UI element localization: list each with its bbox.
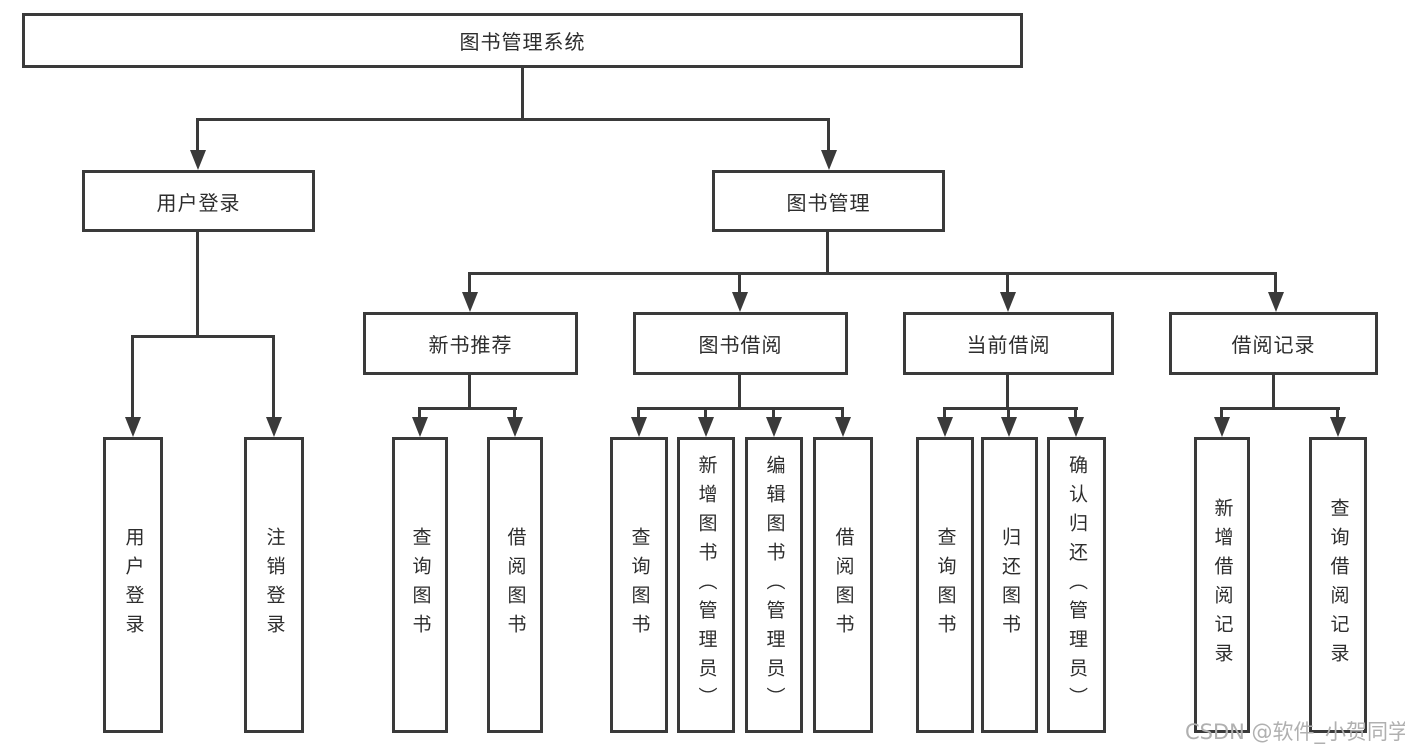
connector-new-book-branch <box>418 407 517 410</box>
connector-drop-new-book <box>468 272 471 292</box>
leaf-edit-books-admin: 编辑图书（管理员） <box>745 437 803 733</box>
leaf-label: 借阅图书 <box>504 527 527 643</box>
arrow-down-icon <box>631 417 647 437</box>
node-root-label: 图书管理系统 <box>459 30 586 54</box>
leaf-add-borrow-record: 新增借阅记录 <box>1194 437 1250 733</box>
leaf-query-books-current: 查询图书 <box>916 437 974 733</box>
arrow-down-icon <box>190 150 206 170</box>
arrow-down-icon <box>1068 417 1084 437</box>
connector-drop-user-login <box>196 118 199 150</box>
arrow-down-icon <box>507 417 523 437</box>
node-book-management: 图书管理 <box>712 170 945 232</box>
arrow-down-icon <box>698 417 714 437</box>
leaf-add-books-admin: 新增图书（管理员） <box>677 437 735 733</box>
connector-drop <box>1007 407 1010 417</box>
arrow-down-icon <box>1268 292 1284 312</box>
connector-drop-book-management <box>827 118 830 150</box>
connector-drop-borrow-records <box>1274 272 1277 292</box>
node-book-management-label: 图书管理 <box>786 190 871 215</box>
leaf-query-books-recommend: 查询图书 <box>392 437 448 733</box>
arrow-down-icon <box>937 417 953 437</box>
arrow-down-icon <box>266 417 282 437</box>
connector-drop-current-borrow <box>1006 272 1009 292</box>
connector-drop-leaf-logout <box>272 335 275 417</box>
node-new-book-recommend: 新书推荐 <box>363 312 578 375</box>
leaf-label: 查询图书 <box>628 527 651 643</box>
arrow-down-icon <box>835 417 851 437</box>
leaf-label: 新增图书（管理员） <box>695 454 718 716</box>
connector-drop <box>1074 407 1077 417</box>
leaf-return-books: 归还图书 <box>981 437 1038 733</box>
node-current-borrow: 当前借阅 <box>903 312 1114 375</box>
node-book-borrow: 图书借阅 <box>633 312 848 375</box>
connector-drop <box>943 407 946 417</box>
connector-drop <box>1220 407 1223 417</box>
node-user-login: 用户登录 <box>82 170 315 232</box>
node-borrow-records: 借阅记录 <box>1169 312 1378 375</box>
leaf-logout: 注销登录 <box>244 437 304 733</box>
connector-book-borrow-branch <box>637 407 844 410</box>
leaf-logout-label: 注销登录 <box>263 527 286 643</box>
leaf-user-login: 用户登录 <box>103 437 163 733</box>
connector-new-book-stem <box>468 375 471 407</box>
leaf-label: 查询图书 <box>934 527 957 643</box>
leaf-label: 确认归还（管理员） <box>1066 454 1088 716</box>
node-root-library-system: 图书管理系统 <box>22 13 1023 68</box>
connector-book-management-branch <box>468 272 1277 275</box>
leaf-label: 借阅图书 <box>832 527 855 643</box>
node-new-book-recommend-label: 新书推荐 <box>428 333 513 357</box>
leaf-user-login-label: 用户登录 <box>122 527 145 643</box>
arrow-down-icon <box>1000 292 1016 312</box>
arrow-down-icon <box>766 417 782 437</box>
connector-root-branch <box>196 118 830 121</box>
arrow-down-icon <box>462 292 478 312</box>
connector-drop <box>772 407 775 417</box>
connector-current-borrow-branch <box>943 407 1078 410</box>
connector-drop <box>704 407 707 417</box>
connector-drop <box>841 407 844 417</box>
leaf-borrow-books-recommend: 借阅图书 <box>487 437 543 733</box>
connector-book-borrow-stem <box>738 375 741 407</box>
connector-user-login-branch <box>131 335 275 338</box>
node-user-login-label: 用户登录 <box>156 190 241 215</box>
connector-current-borrow-stem <box>1006 375 1009 407</box>
arrow-down-icon <box>1330 417 1346 437</box>
csdn-watermark: CSDN @软件_小贺同学 <box>1185 720 1405 744</box>
arrow-down-icon <box>1214 417 1230 437</box>
arrow-down-icon <box>1001 417 1017 437</box>
arrow-down-icon <box>821 150 837 170</box>
leaf-label: 查询借阅记录 <box>1327 498 1350 672</box>
leaf-label: 归还图书 <box>999 527 1021 643</box>
connector-user-login-stem <box>196 232 199 335</box>
connector-drop <box>513 407 516 417</box>
leaf-label: 查询图书 <box>409 527 432 643</box>
leaf-label: 编辑图书（管理员） <box>763 454 786 716</box>
arrow-down-icon <box>125 417 141 437</box>
leaf-query-books-borrow: 查询图书 <box>610 437 668 733</box>
node-borrow-records-label: 借阅记录 <box>1231 333 1316 357</box>
connector-borrow-records-branch <box>1220 407 1340 410</box>
leaf-borrow-books: 借阅图书 <box>813 437 873 733</box>
arrow-down-icon <box>732 292 748 312</box>
connector-root-stem <box>521 68 524 118</box>
connector-drop-book-borrow <box>738 272 741 292</box>
connector-drop <box>1336 407 1339 417</box>
connector-drop <box>418 407 421 417</box>
connector-drop-leaf-user-login <box>131 335 134 417</box>
connector-drop <box>637 407 640 417</box>
leaf-confirm-return-admin: 确认归还（管理员） <box>1047 437 1106 733</box>
leaf-query-borrow-record: 查询借阅记录 <box>1309 437 1367 733</box>
connector-book-management-stem <box>826 232 829 272</box>
connector-borrow-records-stem <box>1272 375 1275 407</box>
leaf-label: 新增借阅记录 <box>1211 498 1234 672</box>
arrow-down-icon <box>412 417 428 437</box>
node-book-borrow-label: 图书借阅 <box>698 333 783 357</box>
node-current-borrow-label: 当前借阅 <box>966 333 1051 357</box>
